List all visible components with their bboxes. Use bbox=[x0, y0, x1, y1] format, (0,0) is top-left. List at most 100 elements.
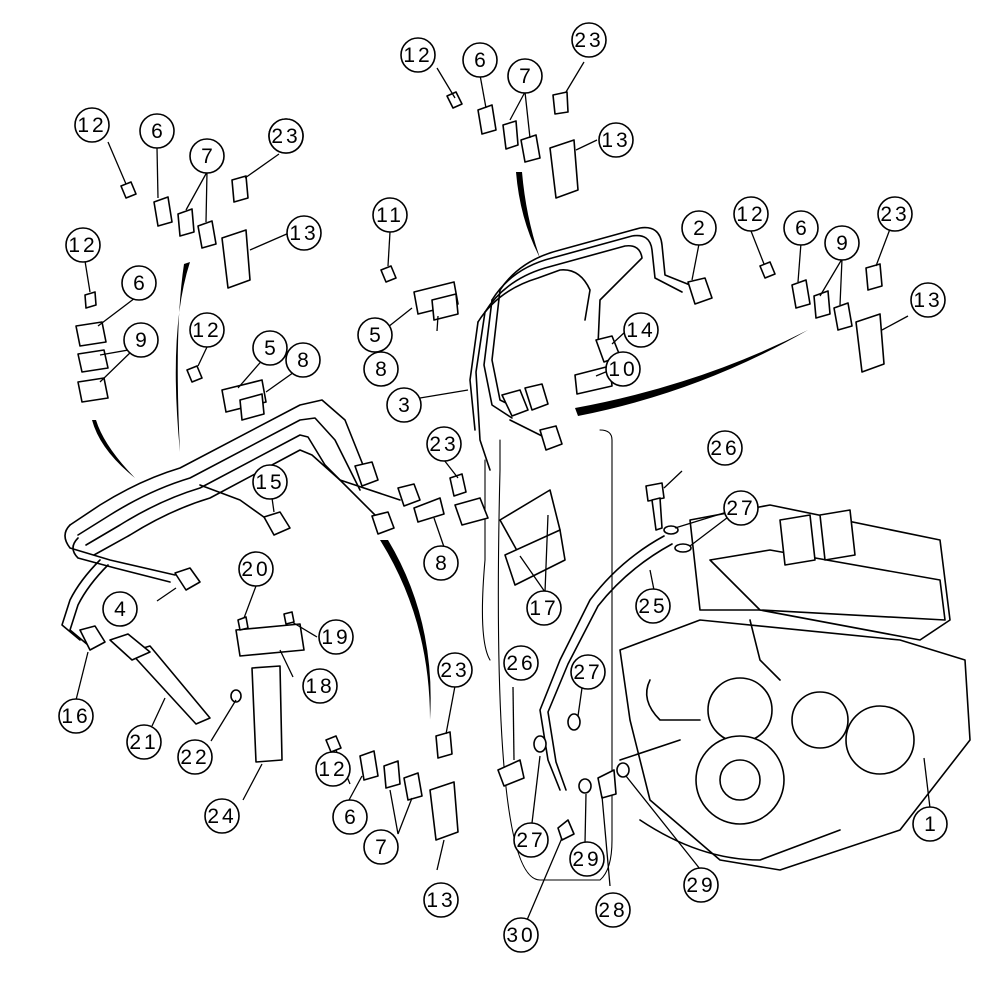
callout-10: 10 bbox=[605, 351, 641, 387]
callout-label: 23 bbox=[574, 29, 603, 52]
callout-label: 12 bbox=[736, 203, 765, 226]
callout-label: 8 bbox=[375, 358, 387, 381]
callout-balloon bbox=[513, 822, 549, 858]
callout-balloon bbox=[177, 739, 213, 775]
clamp-cluster-left bbox=[75, 291, 109, 403]
callout-balloon bbox=[526, 590, 562, 626]
callout-label: 25 bbox=[638, 595, 667, 618]
callout-2: 2 bbox=[681, 210, 717, 246]
callout-label: 23 bbox=[429, 433, 458, 456]
callout-6: 6 bbox=[783, 210, 819, 246]
callout-balloon bbox=[58, 698, 94, 734]
callout-balloon bbox=[238, 551, 274, 587]
callout-balloon bbox=[595, 892, 631, 928]
callout-balloon bbox=[65, 227, 101, 263]
callout-balloon bbox=[285, 342, 321, 378]
callout-4: 4 bbox=[102, 591, 138, 627]
callout-12: 12 bbox=[733, 196, 769, 232]
clamp-cluster-bottom bbox=[325, 731, 459, 841]
clamp-cluster-center bbox=[380, 265, 613, 395]
callout-label: 12 bbox=[192, 319, 221, 342]
return-line-hoses bbox=[481, 429, 673, 881]
callout-14: 14 bbox=[623, 312, 659, 348]
callout-balloon bbox=[252, 330, 288, 366]
callout-balloon bbox=[252, 464, 288, 500]
callout-26: 26 bbox=[503, 645, 539, 681]
callout-balloon bbox=[437, 652, 473, 688]
callout-balloon bbox=[302, 668, 338, 704]
callout-28: 28 bbox=[595, 892, 631, 928]
fuel-injection-pump bbox=[619, 504, 971, 871]
callout-23: 23 bbox=[571, 22, 607, 58]
callout-label: 20 bbox=[241, 558, 270, 581]
callout-label: 6 bbox=[344, 806, 356, 829]
callout-label: 6 bbox=[151, 120, 163, 143]
callout-17: 17 bbox=[526, 590, 562, 626]
callout-label: 27 bbox=[573, 661, 602, 684]
callout-6: 6 bbox=[139, 113, 175, 149]
callout-9: 9 bbox=[123, 322, 159, 358]
assembly-swooshes bbox=[92, 172, 808, 720]
callout-label: 13 bbox=[426, 889, 455, 912]
callout-20: 20 bbox=[238, 551, 274, 587]
callout-balloon bbox=[363, 829, 399, 865]
callout-22: 22 bbox=[177, 739, 213, 775]
callout-balloon bbox=[503, 917, 539, 953]
callout-8: 8 bbox=[363, 351, 399, 387]
callout-7: 7 bbox=[363, 829, 399, 865]
callout-label: 2 bbox=[693, 217, 705, 240]
callout-balloon bbox=[426, 426, 462, 462]
callout-29: 29 bbox=[683, 867, 719, 903]
callout-label: 1 bbox=[924, 813, 936, 836]
callout-balloon bbox=[363, 351, 399, 387]
callout-balloon bbox=[102, 591, 138, 627]
callout-label: 12 bbox=[77, 114, 106, 137]
callout-13: 13 bbox=[423, 882, 459, 918]
callout-label: 6 bbox=[795, 217, 807, 240]
callout-balloon bbox=[598, 122, 634, 158]
callout-balloon bbox=[681, 210, 717, 246]
clamp-cluster-right bbox=[759, 261, 885, 373]
callout-label: 16 bbox=[61, 705, 90, 728]
callout-label: 6 bbox=[474, 49, 486, 72]
callout-1: 1 bbox=[912, 806, 948, 842]
callout-balloon bbox=[400, 37, 436, 73]
callout-12: 12 bbox=[189, 312, 225, 348]
callout-balloon bbox=[635, 588, 671, 624]
callout-balloon bbox=[910, 282, 946, 318]
callout-3: 3 bbox=[386, 387, 422, 423]
callout-label: 6 bbox=[133, 272, 145, 295]
callout-13: 13 bbox=[910, 282, 946, 318]
injection-line-group-upper bbox=[469, 226, 691, 471]
callout-8: 8 bbox=[423, 545, 459, 581]
callout-12: 12 bbox=[74, 107, 110, 143]
callout-label: 26 bbox=[710, 437, 739, 460]
callout-label: 12 bbox=[68, 234, 97, 257]
callout-label: 21 bbox=[129, 731, 158, 754]
washers-and-fittings bbox=[497, 482, 692, 841]
callout-label: 9 bbox=[135, 329, 147, 352]
callout-label: 15 bbox=[255, 471, 284, 494]
callout-balloon bbox=[357, 317, 393, 353]
callout-balloon bbox=[204, 798, 240, 834]
callout-balloon bbox=[189, 138, 225, 174]
callout-balloon bbox=[386, 387, 422, 423]
callout-balloon bbox=[372, 197, 408, 233]
callout-balloon bbox=[507, 58, 543, 94]
callout-balloon bbox=[139, 113, 175, 149]
callout-balloon bbox=[189, 312, 225, 348]
callout-balloon bbox=[332, 799, 368, 835]
injector-assembly bbox=[109, 611, 305, 763]
callout-label: 19 bbox=[321, 626, 350, 649]
return-plate-brackets bbox=[413, 473, 566, 586]
callout-balloon bbox=[74, 107, 110, 143]
callout-balloon bbox=[286, 215, 322, 251]
callout-label: 9 bbox=[836, 232, 848, 255]
callout-label: 7 bbox=[375, 836, 387, 859]
callout-balloon bbox=[570, 654, 606, 690]
callout-label: 11 bbox=[376, 204, 404, 227]
callout-label: 29 bbox=[572, 848, 601, 871]
callout-8: 8 bbox=[285, 342, 321, 378]
